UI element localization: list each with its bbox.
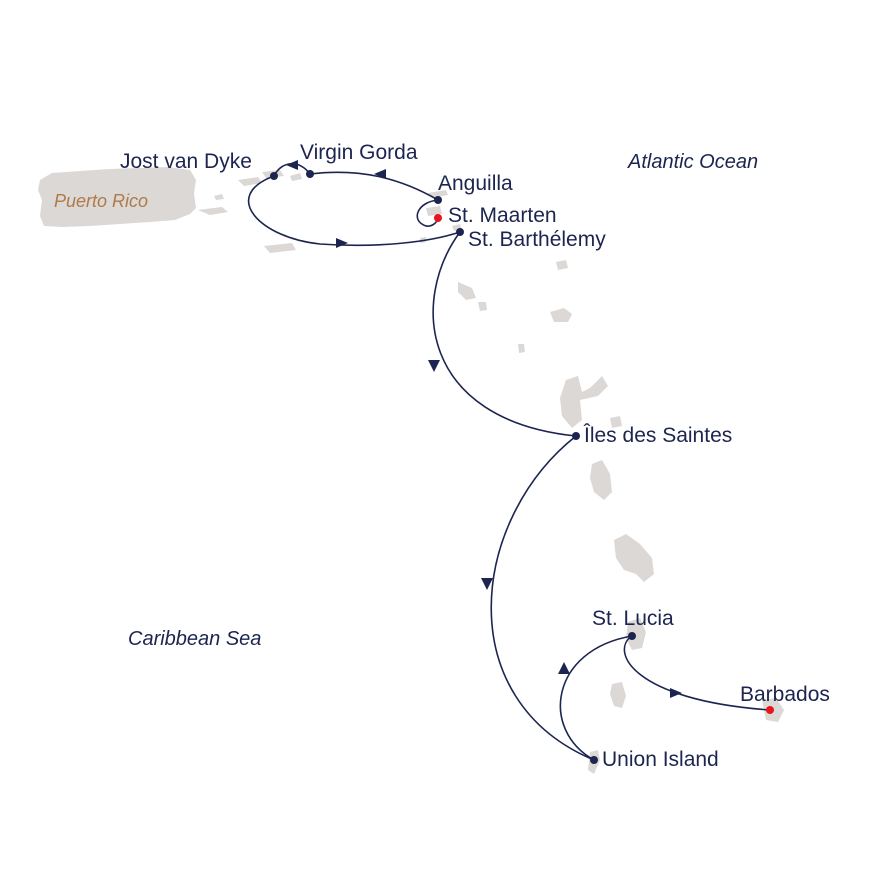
- land-martinique: [614, 534, 654, 582]
- land-anguilla: [428, 190, 448, 198]
- land-antigua: [550, 308, 572, 322]
- arrow-icon: [558, 662, 570, 674]
- port-markers: [270, 170, 774, 764]
- port-dot-st-lucia: [628, 632, 636, 640]
- port-label-jost-van-dyke: Jost van Dyke: [120, 150, 252, 173]
- land-puerto-rico: [38, 167, 196, 227]
- land-st-maarten: [426, 206, 442, 216]
- route-arrows: [286, 160, 682, 698]
- port-dot-virgin-gorda: [306, 170, 314, 178]
- port-label-virgin-gorda: Virgin Gorda: [300, 141, 418, 164]
- arrow-icon: [286, 160, 298, 170]
- port-label-st-barthelemy: St. Barthélemy: [468, 228, 606, 251]
- land-st-thomas: [238, 177, 262, 186]
- port-label-st-lucia: St. Lucia: [592, 607, 674, 630]
- route-jostvandyke-stbarth: [247, 175, 461, 247]
- port-dot-jost-van-dyke: [270, 172, 278, 180]
- route-stbarth-saintes: [432, 231, 577, 437]
- arrow-icon: [336, 238, 348, 248]
- port-dot-barbados: [766, 706, 774, 714]
- port-dot-st-barthelemy: [456, 228, 464, 236]
- route-anguilla-virgingorda: [309, 171, 439, 201]
- port-label-barbados: Barbados: [740, 683, 830, 706]
- land-dominica: [590, 460, 612, 500]
- land-culebra: [214, 194, 224, 200]
- arrow-icon: [481, 578, 493, 590]
- land-guadeloupe: [560, 376, 608, 428]
- route-stlucia-barbados: [623, 635, 771, 711]
- port-label-iles-des-saintes: Îles des Saintes: [584, 424, 733, 447]
- land-montserrat: [518, 344, 525, 353]
- land-marie-galante: [610, 416, 622, 428]
- port-label-union-island: Union Island: [602, 748, 719, 771]
- land-barbuda: [556, 260, 568, 270]
- route-saintes-union: [490, 435, 595, 761]
- route-union-stlucia: [559, 635, 633, 761]
- region-label-caribbean-sea: Caribbean Sea: [128, 628, 262, 650]
- route-maarten-loop: [416, 199, 439, 227]
- region-label-puerto-rico: Puerto Rico: [54, 191, 149, 211]
- cruise-route: [247, 162, 771, 761]
- land-vieques: [198, 207, 228, 215]
- land-masses: [38, 167, 784, 774]
- port-label-st-maarten: St. Maarten: [448, 204, 557, 227]
- land-st-kitts: [458, 282, 476, 300]
- arrow-icon: [428, 360, 440, 372]
- land-nevis: [478, 302, 487, 311]
- region-label-atlantic-ocean: Atlantic Ocean: [628, 151, 759, 173]
- land-virgin-gorda: [290, 173, 302, 181]
- port-label-anguilla: Anguilla: [438, 172, 513, 195]
- port-dot-anguilla: [434, 196, 442, 204]
- land-st-vincent: [610, 682, 626, 708]
- arrow-icon: [374, 169, 386, 179]
- land-st-lucia: [626, 618, 646, 650]
- port-dot-union-island: [590, 756, 598, 764]
- port-dot-iles-des-saintes: [572, 432, 580, 440]
- arrow-icon: [670, 688, 682, 698]
- land-st-croix: [264, 243, 296, 253]
- port-dot-st-maarten: [434, 214, 442, 222]
